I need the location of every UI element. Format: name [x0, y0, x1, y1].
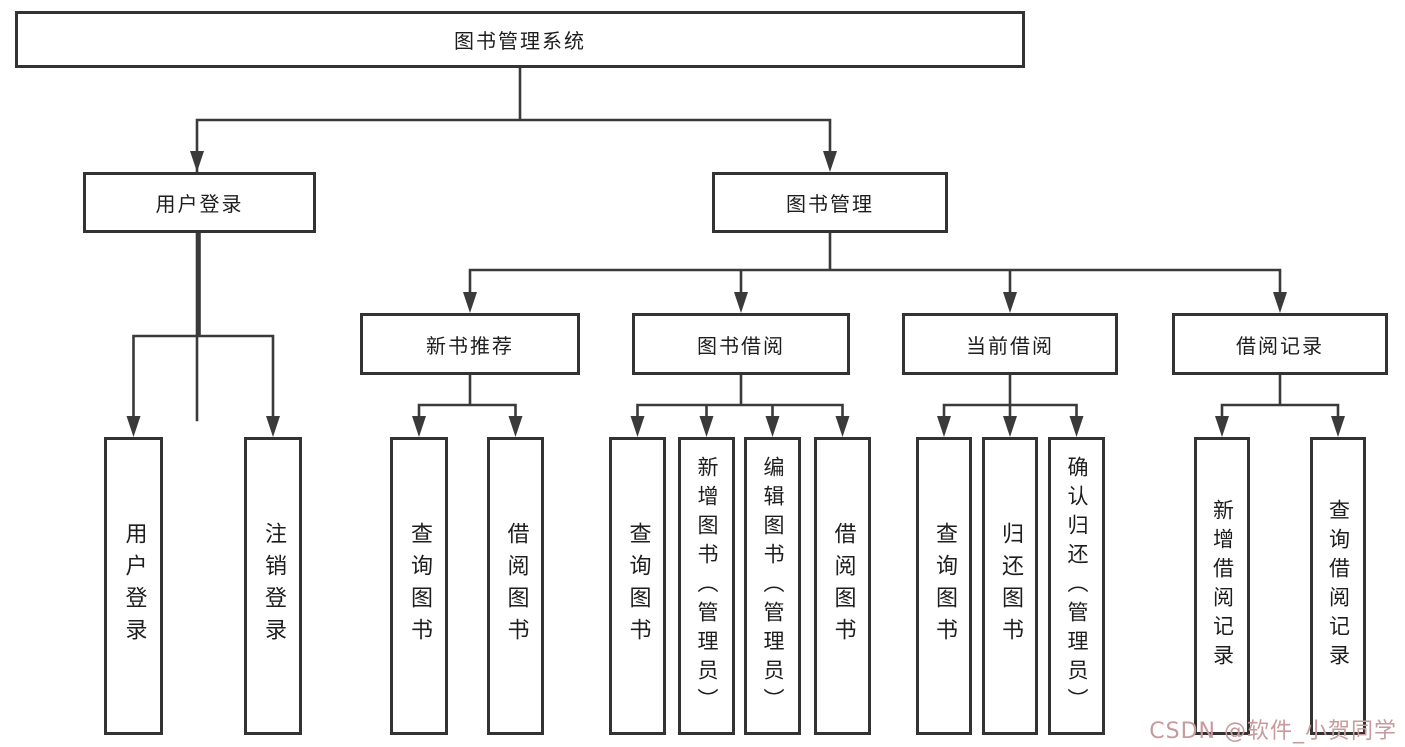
- node-label: 借阅图书: [830, 522, 856, 650]
- node-label: 注销登录: [261, 522, 286, 650]
- watermark-text: CSDN @软件_小贺同学: [1149, 719, 1397, 744]
- node-book-management: 图书管理: [712, 172, 948, 233]
- node-label: 当前借阅: [966, 333, 1054, 358]
- node-label: 新增图书（管理员）: [695, 455, 719, 717]
- node-label: 新书推荐: [426, 333, 514, 358]
- node-label: 用户登录: [121, 522, 147, 650]
- node-user-login: 用户登录: [83, 172, 316, 233]
- node-label: 新增借阅记录: [1210, 499, 1235, 673]
- leaf-user-login: 用户登录: [104, 437, 163, 735]
- leaf-query-books-current: 查询图书: [916, 437, 972, 735]
- node-label: 编辑图书（管理员）: [761, 455, 785, 717]
- node-label: 查询图书: [625, 522, 651, 650]
- node-label: 图书管理系统: [454, 29, 586, 53]
- node-label: 查询借阅记录: [1326, 499, 1351, 673]
- leaf-query-books-recommend: 查询图书: [390, 437, 448, 735]
- node-label: 用户登录: [155, 192, 244, 216]
- node-label: 图书借阅: [697, 333, 785, 358]
- node-label: 图书管理: [786, 192, 874, 216]
- leaf-query-borrow-record: 查询借阅记录: [1310, 437, 1366, 735]
- node-new-book-recommendation: 新书推荐: [360, 313, 580, 375]
- leaf-logout-login: 注销登录: [244, 437, 302, 735]
- node-label: 确认归还（管理员）: [1065, 455, 1089, 717]
- leaf-add-book-admin: 新增图书（管理员）: [678, 437, 735, 735]
- node-label: 借阅图书: [503, 522, 529, 650]
- leaf-borrow-books-borrowing: 借阅图书: [814, 437, 871, 735]
- node-label: 查询图书: [407, 522, 432, 650]
- node-label: 归还图书: [998, 522, 1023, 650]
- connector-arrowheads: [126, 151, 1345, 437]
- node-label: 查询图书: [932, 522, 957, 650]
- leaf-confirm-return-admin: 确认归还（管理员）: [1048, 437, 1105, 735]
- leaf-query-books-borrowing: 查询图书: [609, 437, 666, 735]
- leaf-borrow-books-recommend: 借阅图书: [487, 437, 544, 735]
- leaf-edit-book-admin: 编辑图书（管理员）: [744, 437, 801, 735]
- node-current-borrowing: 当前借阅: [902, 313, 1118, 375]
- node-book-borrowing: 图书借阅: [632, 313, 850, 375]
- connector-paths: [132, 66, 1340, 422]
- leaf-return-books: 归还图书: [982, 437, 1038, 735]
- node-borrowing-records: 借阅记录: [1172, 313, 1388, 375]
- node-library-management-system: 图书管理系统: [15, 11, 1025, 68]
- leaf-add-borrow-record: 新增借阅记录: [1194, 437, 1250, 735]
- node-label: 借阅记录: [1236, 333, 1324, 358]
